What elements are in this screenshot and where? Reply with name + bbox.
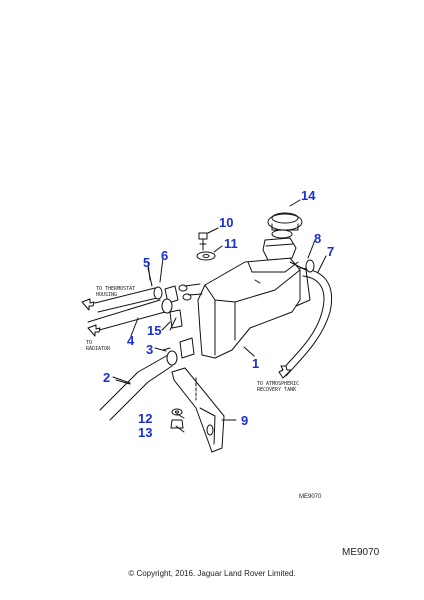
callout-1: 1 bbox=[252, 356, 260, 371]
callout-10: 10 bbox=[219, 215, 234, 230]
note-thermostat-line2: HOUSING bbox=[96, 292, 118, 298]
expansion-tank bbox=[197, 237, 311, 359]
note-radiator-line2: RADIATOR bbox=[86, 346, 111, 352]
tank-outlets bbox=[178, 283, 203, 301]
note-recovery-line2: RECOVERY TANK bbox=[257, 387, 297, 393]
note-radiator: TO RADIATOR bbox=[86, 340, 110, 352]
hose-clip-15 bbox=[169, 309, 183, 331]
leader-lines bbox=[112, 239, 327, 433]
bolt bbox=[198, 227, 219, 251]
filler-cap bbox=[267, 199, 303, 239]
note-recovery: TO ATMOSPHERIC RECOVERY TANK bbox=[257, 381, 299, 393]
callout-6: 6 bbox=[161, 248, 169, 263]
note-recovery-line1: TO ATMOSPHERIC bbox=[257, 381, 300, 387]
note-radiator-line1: TO bbox=[86, 340, 93, 346]
callout-15: 15 bbox=[147, 323, 162, 338]
hose-lower-2 bbox=[99, 337, 195, 421]
callout-8: 8 bbox=[314, 231, 322, 246]
copyright-notice: © Copyright, 2016. Jaguar Land Rover Lim… bbox=[128, 569, 296, 578]
overflow-hose bbox=[281, 259, 333, 377]
callout-7: 7 bbox=[327, 244, 335, 259]
callout-2: 2 bbox=[103, 370, 111, 385]
nut-13 bbox=[170, 419, 184, 429]
hose-upper bbox=[94, 285, 179, 313]
callout-14: 14 bbox=[301, 188, 316, 203]
arrow-recovery bbox=[278, 365, 292, 379]
callout-4: 4 bbox=[127, 333, 135, 348]
washer bbox=[196, 245, 223, 261]
diagram-reference-large: ME9070 bbox=[342, 547, 380, 558]
arrow-thermostat bbox=[81, 298, 95, 311]
callout-12: 12 bbox=[138, 411, 153, 426]
clip-3 bbox=[162, 347, 171, 351]
arrow-radiator bbox=[87, 324, 101, 337]
callout-11: 11 bbox=[224, 236, 238, 251]
callout-13: 13 bbox=[138, 425, 153, 440]
note-thermostat: TO THERMOSTAT HOUSING bbox=[96, 286, 135, 298]
diagram-reference-small: ME9070 bbox=[299, 494, 322, 500]
mounting-bracket bbox=[171, 367, 237, 453]
callout-9: 9 bbox=[241, 413, 249, 428]
callout-3: 3 bbox=[146, 342, 154, 357]
hose-lower bbox=[87, 261, 173, 333]
note-thermostat-line1: TO THERMOSTAT bbox=[96, 286, 136, 292]
callout-5: 5 bbox=[143, 255, 151, 270]
washer-12 bbox=[171, 408, 183, 416]
